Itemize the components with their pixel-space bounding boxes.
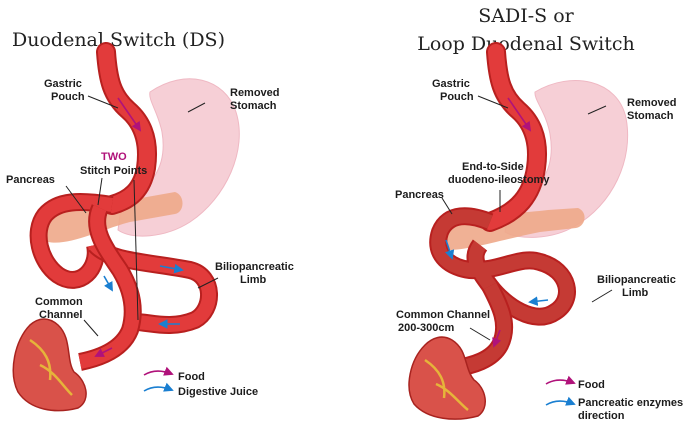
ds-gastric-pouch-label: Gastric Pouch [44, 78, 85, 103]
sadis-common-channel-label: Common Channel 200-300cm [396, 309, 493, 334]
sadis-legend-enzymes-label: Pancreatic enzymes direction [578, 397, 686, 422]
digestive-juice-legend-arrow-icon [143, 382, 174, 392]
ds-legend: Food Digestive Juice [143, 366, 258, 398]
ds-pancreas-label: Pancreas [6, 174, 55, 186]
sadis-pancreas-label: Pancreas [395, 189, 444, 201]
ds-panel: Duodenal Switch (DS) [6, 29, 297, 412]
sadis-removed-stomach-label: Removed Stomach [627, 97, 680, 122]
sadis-title-line-2: Loop Duodenal Switch [417, 33, 635, 55]
removed-stomach-shape [117, 78, 240, 237]
ds-common-channel-label: Common Channel [35, 296, 86, 321]
sadis-legend: Food Pancreatic enzymes direction [545, 375, 686, 422]
sadis-panel: SADI-S or Loop Duodenal Switch G [395, 5, 686, 422]
pancreatic-enzymes-legend-arrow-icon [545, 396, 576, 406]
end-to-side-label: End-to-Side duodeno-ileostomy [448, 161, 550, 186]
ds-removed-stomach-label: Removed Stomach [230, 87, 283, 112]
food-legend-arrow-icon [143, 366, 174, 376]
ds-title: Duodenal Switch (DS) [12, 29, 225, 51]
ds-biliopancreatic-limb-label: Biliopancreatic Limb [215, 261, 297, 286]
ds-two-label: TWO [101, 151, 127, 163]
sadis-biliopancreatic-limb-label: Biliopancreatic Limb [597, 274, 679, 299]
ds-legend-juice-label: Digestive Juice [178, 386, 258, 398]
sadis-gastric-pouch-label: Gastric Pouch [432, 78, 474, 103]
sadis-title-line-1: SADI-S or [478, 5, 574, 27]
food-legend-arrow-icon [545, 375, 576, 385]
ds-stitch-points-label: Stitch Points [80, 165, 147, 177]
large-intestine-shape [408, 336, 486, 420]
ds-legend-food-label: Food [178, 371, 205, 383]
sadis-legend-food-label: Food [578, 379, 605, 391]
